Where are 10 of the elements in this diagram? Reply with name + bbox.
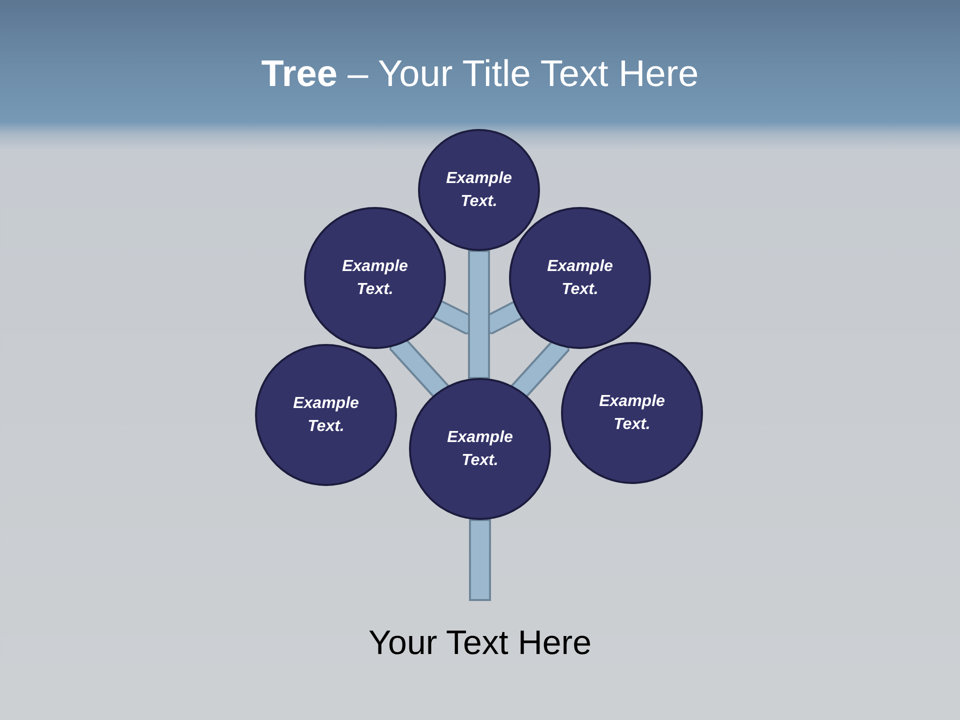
node-text: Example Text. bbox=[446, 428, 514, 471]
node-text: Example Text. bbox=[292, 394, 360, 437]
node-text: Example Text. bbox=[546, 257, 614, 300]
node-text: Example Text. bbox=[341, 257, 409, 300]
tree-trunk bbox=[469, 519, 491, 601]
tree-trunk bbox=[468, 250, 490, 379]
caption-text: Your Text Here bbox=[367, 623, 593, 664]
node-text: Example Text. bbox=[598, 392, 666, 435]
node-text: Example Text. bbox=[445, 169, 513, 212]
slide-title: Tree – Your Title Text Here bbox=[260, 52, 700, 96]
